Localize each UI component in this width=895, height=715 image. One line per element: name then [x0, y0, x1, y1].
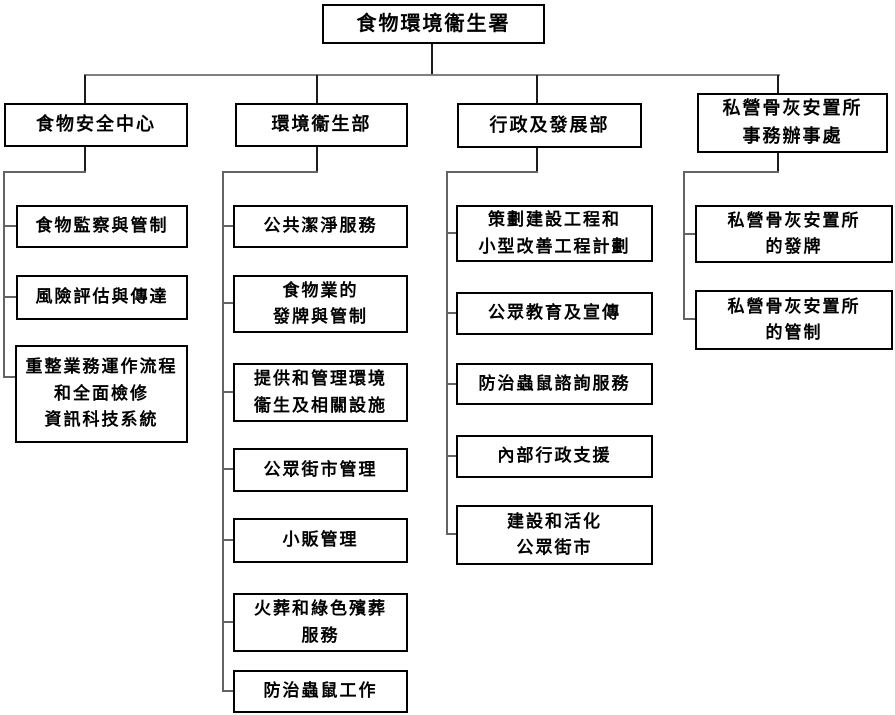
org-box-risk-assessment-communication: 風險評估與傳達 — [16, 275, 188, 320]
connector-line — [222, 302, 233, 304]
connector-line — [222, 225, 233, 227]
org-box-pest-control-advisory-services: 防治蟲鼠諮詢服務 — [456, 363, 653, 405]
org-box-environmental-hygiene-facilities: 提供和管理環境 衞生及相關設施 — [233, 363, 408, 422]
connector-line — [683, 171, 685, 320]
connector-line — [683, 233, 695, 235]
connector-line — [446, 383, 456, 385]
connector-line — [222, 171, 224, 692]
connector-line — [446, 455, 456, 457]
connector-line — [222, 621, 233, 623]
org-box-capital-minor-works-projects: 策劃建設工程和 小型改善工程計劃 — [456, 205, 653, 262]
org-box-public-education-publicity: 公眾教育及宣傳 — [456, 292, 653, 335]
connector-line — [3, 171, 5, 378]
connector-line — [222, 468, 233, 470]
connector-line — [683, 318, 695, 320]
connector-line — [446, 232, 456, 234]
connector-line — [446, 312, 456, 314]
connector-line — [3, 225, 16, 227]
org-box-department-root: 食物環境衞生署 — [322, 4, 545, 44]
org-box-public-markets-management: 公眾街市管理 — [233, 448, 408, 492]
org-box-internal-administrative-support: 內部行政支援 — [456, 435, 653, 478]
connector-line — [84, 74, 780, 76]
connector-line — [3, 376, 16, 378]
org-box-environmental-hygiene-branch: 環境衞生部 — [235, 103, 408, 147]
connector-line — [683, 171, 779, 173]
org-box-private-columbaria-affairs-office: 私營骨灰安置所 事務辦事處 — [697, 93, 888, 153]
connector-line — [84, 75, 86, 103]
connector-line — [316, 147, 318, 173]
org-box-market-construction-revitalisation: 建設和活化 公眾街市 — [456, 505, 653, 565]
connector-line — [84, 147, 86, 173]
connector-line — [777, 153, 779, 173]
org-box-private-columbaria-control: 私營骨灰安置所 的管制 — [695, 290, 893, 350]
connector-line — [431, 44, 433, 75]
org-box-hawker-management: 小販管理 — [233, 518, 408, 563]
connector-line — [446, 171, 448, 535]
connector-line — [3, 296, 16, 298]
connector-line — [536, 75, 538, 103]
connector-line — [777, 75, 779, 93]
connector-line — [316, 75, 318, 103]
org-box-public-cleansing-services: 公共潔淨服務 — [233, 205, 408, 248]
connector-line — [3, 171, 86, 173]
org-box-pest-control-work: 防治蟲鼠工作 — [233, 670, 408, 713]
connector-line — [222, 539, 233, 541]
connector-line — [222, 171, 318, 173]
org-box-centre-for-food-safety: 食物安全中心 — [4, 103, 188, 147]
org-box-administration-development-branch: 行政及發展部 — [457, 103, 642, 148]
org-box-food-surveillance-control: 食物監察與管制 — [16, 205, 188, 248]
connector-line — [222, 690, 233, 692]
org-box-private-columbaria-licensing: 私營骨灰安置所 的發牌 — [695, 205, 893, 263]
org-box-business-process-reengineering: 重整業務運作流程 和全面檢修 資訊科技系統 — [15, 345, 188, 443]
connector-line — [536, 148, 538, 173]
org-box-food-business-licensing-control: 食物業的 發牌與管制 — [233, 275, 408, 333]
connector-line — [222, 391, 233, 393]
connector-line — [446, 171, 538, 173]
org-box-cremation-green-burial-services: 火葬和綠色殯葬 服務 — [233, 593, 408, 652]
connector-line — [446, 533, 456, 535]
